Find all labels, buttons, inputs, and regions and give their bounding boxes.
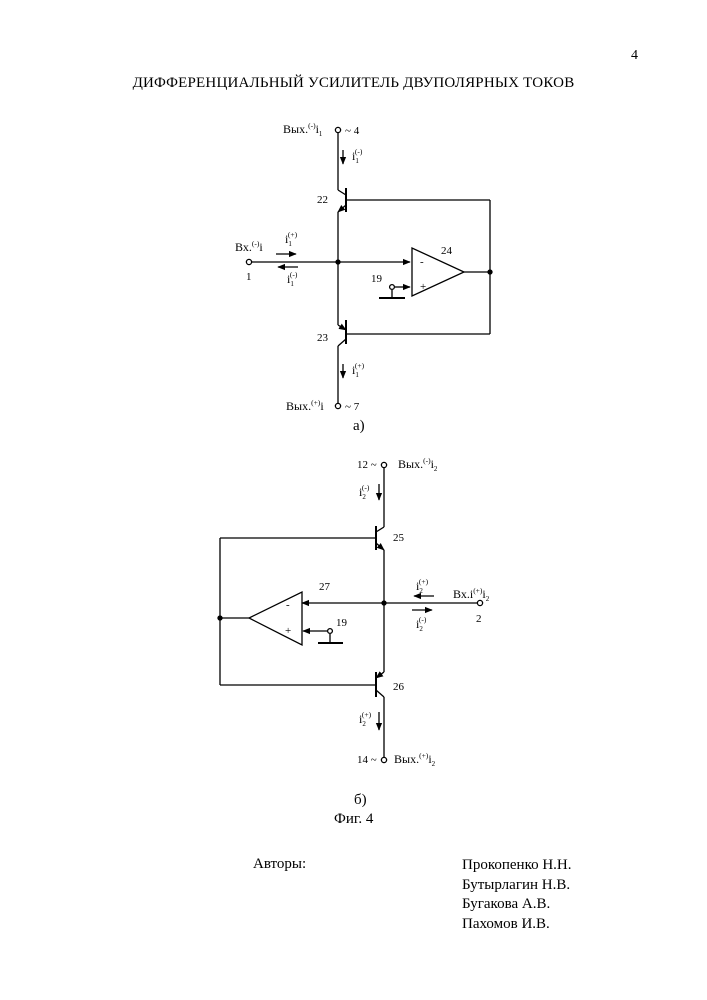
diagram-b: 12 ~ Вых.(-)i2 i2(-) 25 Вх.i(+)i2 2 i2(+… (218, 456, 490, 808)
out-bottom-label-b: Вых.(+)i2 (394, 751, 436, 768)
terminal-7 (335, 403, 340, 408)
authors-list: Прокопенко Н.Н. Бутырлагин Н.В. Бугакова… (462, 856, 572, 934)
opamp-27-label: 27 (319, 581, 331, 593)
current-bottom-label-b: i2(+) (359, 710, 372, 728)
ground-19-label-b: 19 (336, 617, 348, 629)
author-name: Пахомов И.В. (462, 915, 572, 935)
transistor-25-label: 25 (393, 532, 405, 544)
figure-caption: Фиг. 4 (334, 811, 374, 827)
node-2-label: 2 (476, 613, 482, 625)
sublabel-a: а) (353, 418, 365, 434)
current-in-plus-label-a: i1(+) (285, 230, 298, 248)
input-label-a: Вх.(-)i (235, 239, 263, 254)
terminal-4 (335, 127, 340, 132)
svg-text:-: - (420, 256, 424, 268)
current-bottom-label-a: i1(+) (352, 361, 365, 379)
opamp-27 (249, 592, 302, 645)
author-name: Бутырлагин Н.В. (462, 876, 572, 896)
terminal-1 (246, 259, 251, 264)
transistor-26-label: 26 (393, 681, 405, 693)
terminal-14 (381, 757, 386, 762)
out-top-label-b: Вых.(-)i2 (398, 456, 438, 473)
node-4-label: ~ 4 (345, 125, 360, 137)
svg-text:+: + (285, 625, 291, 637)
current-in-minus-label-a: i1(-) (287, 270, 298, 288)
node-14-label: 14 ~ (357, 754, 377, 766)
ground-19-label-a: 19 (371, 273, 383, 285)
out-top-label-a: Вых.(-)i1 (283, 121, 323, 138)
transistor-23-label: 23 (317, 332, 329, 344)
svg-text:+: + (420, 281, 426, 293)
node-7-label: ~ 7 (345, 401, 360, 413)
input-label-b: Вх.i(+)i2 (453, 586, 490, 603)
opamp-24-label: 24 (441, 245, 453, 257)
current-in-plus-label-b: i2(+) (416, 577, 429, 595)
node-1-label: 1 (246, 271, 252, 283)
sublabel-b: б) (354, 792, 367, 808)
transistor-22-label: 22 (317, 194, 328, 206)
diagram-a: Вых.(-)i1 ~ 4 i1(-) 22 Вх.(-)i 1 i1(+) i… (235, 121, 492, 434)
node-12-label: 12 ~ (357, 459, 377, 471)
author-name: Бугакова А.В. (462, 895, 572, 915)
authors-label: Авторы: (253, 856, 306, 873)
current-top-label-b: i2(-) (359, 483, 370, 501)
svg-text:-: - (286, 599, 290, 611)
current-top-label-a: i1(-) (352, 147, 363, 165)
terminal-2 (477, 600, 482, 605)
out-bottom-label-a: Вых.(+)i (286, 398, 324, 413)
terminal-12 (381, 462, 386, 467)
author-name: Прокопенко Н.Н. (462, 856, 572, 876)
current-in-minus-label-b: i2(-) (416, 615, 427, 633)
